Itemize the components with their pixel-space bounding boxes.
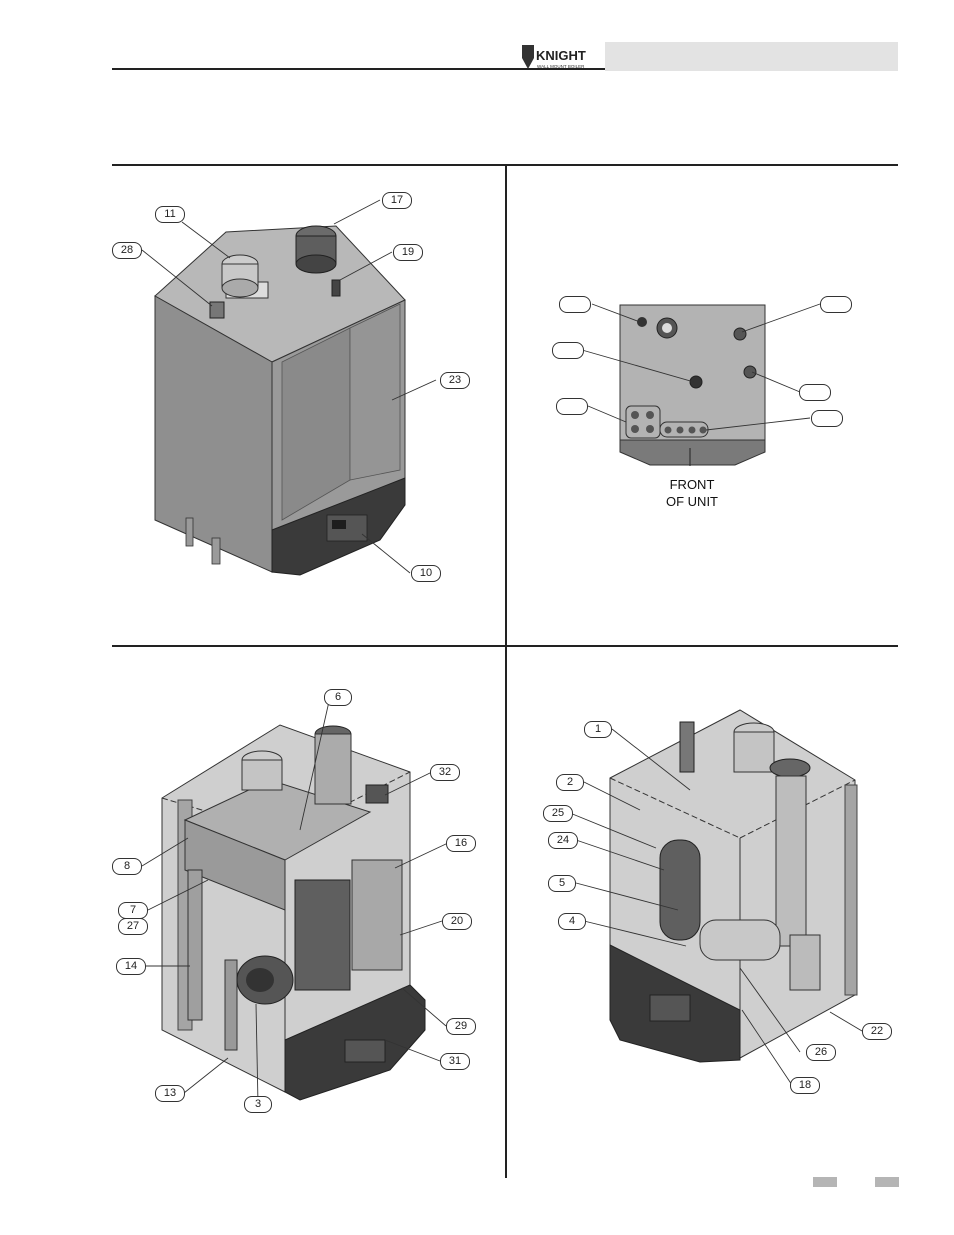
callout-blank-6 bbox=[811, 410, 843, 427]
callout-18: 18 bbox=[790, 1077, 820, 1094]
header-rule bbox=[112, 68, 605, 70]
footer-tab-left bbox=[813, 1177, 837, 1187]
callout-5: 5 bbox=[548, 875, 576, 892]
callout-7: 7 bbox=[118, 902, 148, 919]
callout-16: 16 bbox=[446, 835, 476, 852]
callout-17: 17 bbox=[382, 192, 412, 209]
callout-32: 32 bbox=[430, 764, 460, 781]
callout-blank-4 bbox=[799, 384, 831, 401]
front-label-line1: FRONT bbox=[669, 477, 715, 492]
front-of-unit-label: FRONT OF UNIT bbox=[640, 476, 744, 510]
knight-logo: KNIGHT WALL MOUNT BOILER bbox=[522, 45, 586, 69]
callout-11: 11 bbox=[155, 206, 185, 223]
callout-13: 13 bbox=[155, 1085, 185, 1102]
callout-8: 8 bbox=[112, 858, 142, 875]
callout-6: 6 bbox=[324, 689, 352, 706]
callout-28: 28 bbox=[112, 242, 142, 259]
callout-20: 20 bbox=[442, 913, 472, 930]
callout-blank-5 bbox=[556, 398, 588, 415]
boiler-bottom-view-figure bbox=[581, 303, 821, 466]
vertical-divider bbox=[505, 166, 507, 1178]
callout-24: 24 bbox=[548, 832, 578, 849]
callout-14: 14 bbox=[116, 958, 146, 975]
callout-2: 2 bbox=[556, 774, 584, 791]
callout-3: 3 bbox=[244, 1096, 272, 1113]
callout-31: 31 bbox=[440, 1053, 470, 1070]
callout-blank-3 bbox=[552, 342, 584, 359]
boiler-exterior-figure bbox=[141, 199, 437, 576]
footer-tab-right bbox=[875, 1177, 899, 1187]
logo-subtext: WALL MOUNT BOILER bbox=[537, 64, 585, 69]
top-section-rule bbox=[112, 164, 898, 166]
callout-22: 22 bbox=[862, 1023, 892, 1040]
callout-10: 10 bbox=[411, 565, 441, 582]
callout-27: 27 bbox=[118, 918, 148, 935]
callout-blank-2 bbox=[820, 296, 852, 313]
boiler-interior-left-figure bbox=[141, 696, 449, 1105]
callout-4: 4 bbox=[558, 913, 586, 930]
callout-29: 29 bbox=[446, 1018, 476, 1035]
header-band bbox=[605, 42, 898, 71]
callout-blank-1 bbox=[559, 296, 591, 313]
logo-wordmark: KNIGHT bbox=[536, 48, 586, 63]
callout-23: 23 bbox=[440, 372, 470, 389]
callout-19: 19 bbox=[393, 244, 423, 261]
boiler-interior-right-figure bbox=[569, 709, 863, 1086]
logo-shield bbox=[522, 45, 534, 69]
callout-1: 1 bbox=[584, 721, 612, 738]
front-label-line2: OF UNIT bbox=[666, 494, 718, 509]
callout-25: 25 bbox=[543, 805, 573, 822]
callout-26: 26 bbox=[806, 1044, 836, 1061]
